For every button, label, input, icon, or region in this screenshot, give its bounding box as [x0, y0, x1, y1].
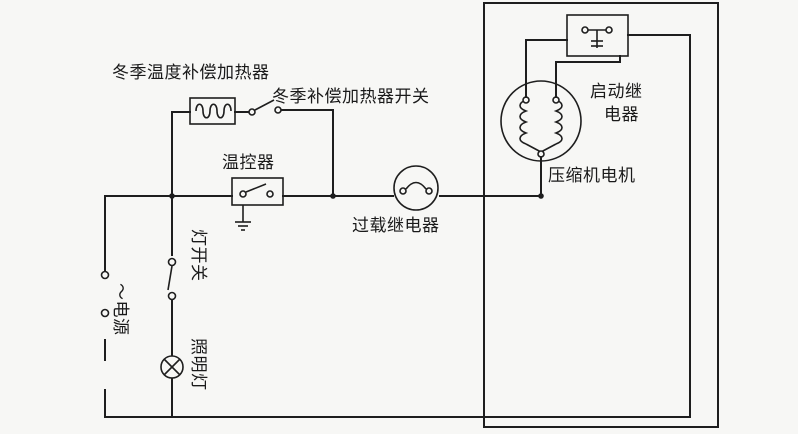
- junction-dot: [538, 193, 544, 199]
- label-power-source: ～电源: [110, 283, 130, 336]
- start-relay-icon: [566, 14, 629, 57]
- junction-dot: [330, 193, 336, 199]
- heater-icon: [189, 97, 236, 125]
- junction-dot: [169, 193, 175, 199]
- thermostat-icon: [231, 177, 284, 231]
- label-winter-heater: 冬季温度补偿加热器: [112, 63, 270, 83]
- lamp-icon: [160, 355, 184, 379]
- label-compressor-motor: 压缩机电机: [548, 166, 636, 186]
- compressor-motor-icon: [500, 80, 582, 162]
- winter-switch-icon: [248, 99, 282, 116]
- label-thermostat: 温控器: [222, 153, 275, 173]
- heater-branch: [171, 109, 334, 197]
- label-start-relay-line1: 启动继: [590, 82, 643, 102]
- label-start-relay-line2: 电器: [604, 105, 639, 125]
- label-lamp-switch: 灯开关: [188, 229, 208, 282]
- label-winter-switch: 冬季补偿加热器开关: [272, 87, 430, 107]
- lamp-branch: [167, 111, 177, 418]
- power-source-branch: [100, 195, 110, 418]
- label-lighting-lamp: 照明灯: [188, 338, 208, 391]
- motor-wiring: [525, 39, 621, 197]
- compressor-enclosure: [483, 2, 719, 428]
- overload-relay-icon: [393, 165, 439, 211]
- label-overload-relay: 过载继电器: [352, 216, 440, 236]
